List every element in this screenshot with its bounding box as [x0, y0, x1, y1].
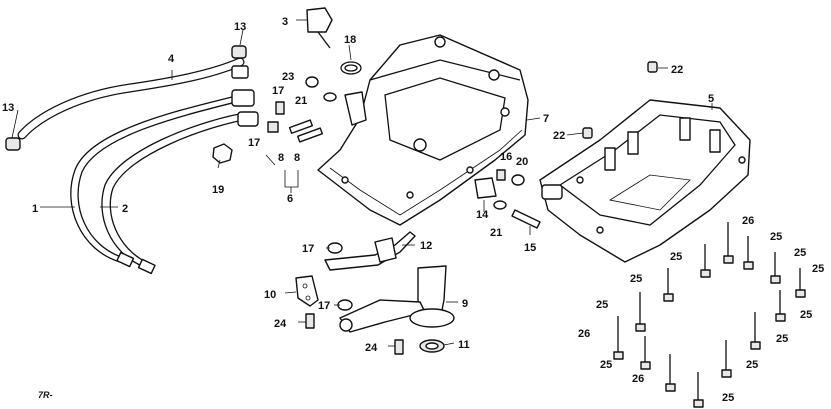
bolt-callout-25: 25: [600, 359, 612, 371]
callout-17a: 17: [272, 85, 284, 97]
callout-21b: 21: [490, 227, 502, 239]
callout-9: 9: [462, 298, 468, 310]
bolts-17-21-23: [267, 76, 337, 143]
callout-20: 20: [516, 156, 528, 168]
leader-lines: [11, 19, 713, 347]
callout-14: 14: [476, 209, 489, 221]
callout-12: 12: [420, 240, 432, 252]
bolt-head: [723, 255, 734, 264]
bolt-head: [665, 383, 676, 392]
callout-13b: 13: [2, 102, 14, 114]
bolt-head: [775, 313, 786, 322]
bolt-callout-25: 25: [794, 247, 806, 259]
callout-13a: 13: [234, 21, 246, 33]
bracket-10: [295, 275, 319, 307]
oil-pipe-12: [324, 231, 416, 271]
bolt-callout-labels: 26 25 25 25 25 25 25 25 25 26 25 25 26 25: [578, 215, 824, 404]
bolt-callout-25: 25: [630, 273, 642, 285]
bolt-callout-26: 26: [742, 215, 754, 227]
callout-22b: 22: [553, 130, 565, 142]
callout-labels: 1 2 3 4 5 6 7 8 8 9 10 11 12 13 13 14 15…: [2, 16, 714, 354]
callout-8a: 8: [278, 152, 284, 164]
callout-23: 23: [282, 71, 294, 83]
bolt-callout-25: 25: [746, 359, 758, 371]
dowel-pins-22: [582, 61, 658, 139]
pipe-end-fittings: [116, 65, 259, 275]
callout-15: 15: [524, 242, 536, 254]
bolt-head: [693, 399, 704, 408]
oil-filler-cap-3: [306, 7, 333, 49]
callout-16: 16: [500, 151, 512, 163]
callout-17b: 17: [248, 137, 260, 149]
callout-24b: 24: [365, 342, 378, 354]
bolt-head: [613, 351, 624, 360]
callout-17d: 17: [318, 300, 330, 312]
bolt-head: [663, 293, 674, 302]
oil-strainer-9: [339, 265, 455, 333]
lower-oil-pan-5: [539, 99, 751, 263]
callout-6: 6: [287, 193, 293, 205]
o-ring-18: [340, 61, 362, 75]
upper-oil-pan-7: [317, 34, 529, 226]
hose-clamp-13: [5, 45, 247, 151]
bolt-callout-25: 25: [770, 231, 782, 243]
callout-8b: 8: [294, 152, 300, 164]
bolt-head: [743, 261, 754, 270]
bolt-callout-25: 25: [812, 263, 824, 275]
callout-18: 18: [344, 34, 356, 46]
oil-pipe-1: [70, 94, 245, 263]
bolt-callout-25: 25: [722, 392, 734, 404]
callout-22a: 22: [671, 64, 683, 76]
bolt-callout-26: 26: [632, 373, 644, 385]
callout-17c: 17: [302, 243, 314, 255]
nut-19: [212, 143, 233, 164]
callout-7: 7: [543, 113, 549, 125]
callout-10: 10: [264, 289, 276, 301]
bolt-callout-25: 25: [800, 309, 812, 321]
bolt-head: [795, 289, 806, 298]
callout-24a: 24: [274, 318, 287, 330]
oil-pipe-2: [101, 111, 255, 267]
bolt-head: [635, 323, 646, 332]
oil-hose-4: [17, 57, 245, 140]
bolts-14-15-16-20-21: [474, 169, 541, 229]
bolt-head: [770, 275, 781, 284]
bolt-head: [750, 341, 761, 350]
callout-5: 5: [708, 93, 714, 105]
bolt-callout-26: 26: [578, 328, 590, 340]
callout-3: 3: [282, 16, 288, 28]
bolt-head: [721, 369, 732, 378]
callout-11: 11: [458, 339, 470, 351]
oil-pan-bolts: [613, 222, 806, 408]
bolt-callout-25: 25: [596, 299, 608, 311]
corner-mark: 7R-: [38, 390, 53, 400]
callout-21a: 21: [295, 95, 307, 107]
gasket-11: [419, 339, 445, 353]
callout-1: 1: [32, 203, 38, 215]
bolt-callout-25: 25: [776, 333, 788, 345]
callout-19: 19: [212, 184, 224, 196]
callout-2: 2: [122, 203, 128, 215]
bolt-head: [700, 269, 711, 278]
callout-4: 4: [168, 53, 175, 65]
bolt-head: [640, 361, 651, 370]
bolt-callout-25: 25: [670, 251, 682, 263]
